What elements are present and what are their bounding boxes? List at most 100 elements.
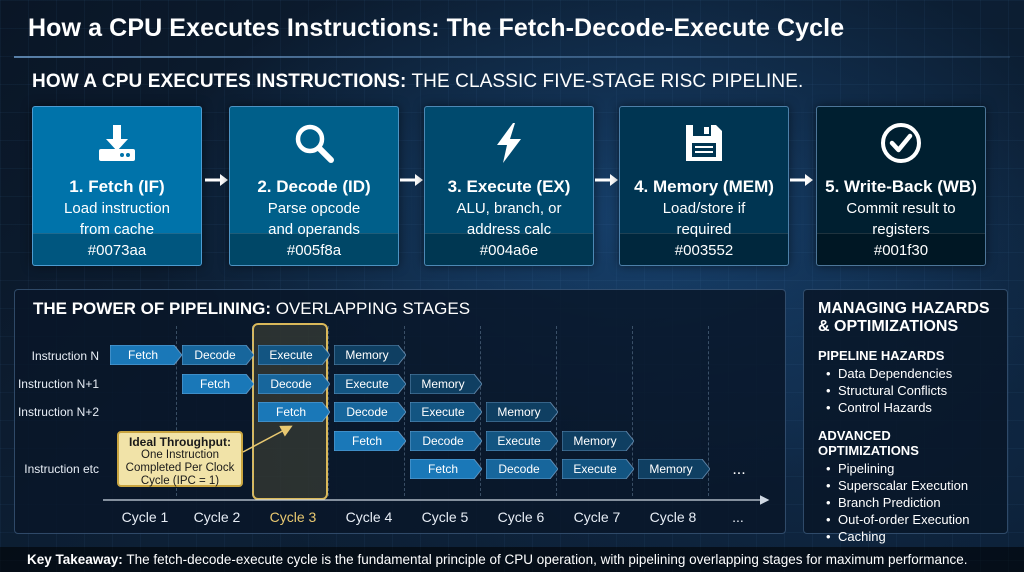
callout-line1: One Instruction — [141, 449, 219, 461]
pipeline-cell-label: Decode — [270, 377, 312, 391]
pipeline-cell-memory: Memory — [410, 374, 482, 394]
pipeline-cell-memory: Memory — [562, 431, 634, 451]
stage-hex: #004a6e — [425, 233, 593, 265]
pipeline-cell-decode: Decode — [334, 402, 406, 422]
stage-desc-line2: required — [676, 221, 732, 238]
arrow-right-icon — [790, 174, 813, 186]
stage-hex: #005f8a — [230, 233, 398, 265]
stage-title: 1. Fetch (IF) — [69, 177, 165, 196]
stage-title: 4. Memory (MEM) — [634, 177, 774, 196]
row-label-instruction-n: Instruction N — [31, 349, 99, 363]
cycle-gridline — [708, 326, 709, 496]
pipelining-heading-rest: Overlapping stages — [271, 299, 471, 318]
callout-line2: Completed Per Clock — [125, 462, 235, 474]
stage-desc-line1: ALU, branch, or — [456, 200, 562, 217]
list-item: Superscalar Execution — [818, 477, 993, 494]
list-item: Structural Conflicts — [818, 382, 993, 399]
pipeline-cell-fetch: Fetch — [410, 459, 482, 479]
page-title: How a CPU Executes Instructions: The Fet… — [28, 14, 845, 42]
takeaway-label: Key Takeaway: — [27, 552, 123, 567]
lightning-icon — [425, 121, 593, 165]
pipeline-cell-execute: Execute — [486, 431, 558, 451]
hazards-title-line2: & OPTIMIZATIONS — [818, 318, 959, 335]
pipeline-cell-memory: Memory — [486, 402, 558, 422]
pipeline-ellipsis: ... — [732, 461, 746, 478]
stage-desc-line2: and operands — [268, 221, 360, 238]
pipelining-heading: The power of pipelining: Overlapping sta… — [33, 299, 470, 319]
stage-fetch: 1. Fetch (IF) Load instruction from cach… — [32, 106, 202, 266]
search-icon — [230, 121, 398, 165]
cycle-label: Cycle 4 — [345, 509, 393, 525]
pipeline-cell-label: Execute — [345, 377, 389, 391]
pipeline-hazards-list: Data Dependencies Structural Conflicts C… — [818, 365, 993, 416]
list-item: Branch Prediction — [818, 494, 993, 511]
arrow-right-icon — [205, 174, 228, 186]
hazards-panel: MANAGING HAZARDS & OPTIMIZATIONS PIPELIN… — [803, 289, 1008, 545]
callout-title: Ideal Throughput: — [129, 435, 231, 449]
pipeline-cell-execute: Execute — [258, 345, 330, 365]
pipelining-heading-strong: The power of pipelining: — [33, 299, 272, 318]
pipeline-cell-label: Execute — [497, 434, 541, 448]
checkmark-icon — [817, 121, 985, 165]
stage-hex: #003552 — [620, 233, 788, 265]
cycle-label: Cycle 5 — [421, 509, 469, 525]
takeaway-text: The fetch-decode-execute cycle is the fu… — [122, 552, 968, 567]
pipeline-cell-label: Fetch — [427, 462, 458, 476]
stage-memory: 4. Memory (MEM) Load/store if required #… — [619, 106, 789, 266]
pipeline-cell-fetch: Fetch — [110, 345, 182, 365]
pipeline-cell-decode: Decode — [182, 345, 254, 365]
pipeline-cell-label: Fetch — [199, 377, 230, 391]
key-takeaway-bar: Key Takeaway: The fetch-decode-execute c… — [0, 547, 1024, 572]
stage-title: 3. Execute (EX) — [447, 177, 571, 196]
pipeline-hazards-heading: PIPELINE HAZARDS — [818, 348, 945, 363]
pipeline-cell-label: Memory — [497, 405, 541, 419]
pipeline-cell-label: Fetch — [275, 405, 306, 419]
list-item: Caching — [818, 528, 993, 545]
advanced-optimizations-heading: ADVANCED OPTIMIZATIONS — [818, 428, 919, 458]
stage-execute: 3. Execute (EX) ALU, branch, or address … — [424, 106, 594, 266]
pipeline-cell-execute: Execute — [562, 459, 634, 479]
floppy-disk-icon — [620, 121, 788, 165]
pipeline-cell-label: Memory — [573, 434, 617, 448]
pipeline-cell-execute: Execute — [334, 374, 406, 394]
row-label-instruction-n2: Instruction N+2 — [17, 405, 99, 419]
pipeline-cell-execute: Execute — [410, 402, 482, 422]
row-label-instruction-n1: Instruction N+1 — [17, 377, 99, 391]
pipeline-cell-label: Memory — [345, 348, 389, 362]
stage-desc-line2: registers — [872, 221, 930, 238]
title-divider — [14, 56, 1010, 58]
cycle-gridline — [632, 326, 633, 496]
stage-decode: 2. Decode (ID) Parse opcode and operands… — [229, 106, 399, 266]
cycle-label: Cycle 7 — [573, 509, 621, 525]
stage-desc-line2: address calc — [466, 221, 552, 238]
cycle-label: Cycle 8 — [649, 509, 697, 525]
pipeline-stages: 1. Fetch (IF) Load instruction from cach… — [32, 106, 987, 268]
stages-heading-strong: How a CPU executes instructions: — [32, 71, 407, 92]
advanced-optimizations-list: Pipelining Superscalar Execution Branch … — [818, 460, 993, 545]
cycle-label: Cycle 6 — [497, 509, 545, 525]
pipeline-cell-label: Execute — [573, 462, 617, 476]
arrow-right-icon — [595, 174, 618, 186]
stage-desc-line1: Load instruction — [64, 200, 170, 217]
cycle-gridline — [252, 326, 253, 496]
stage-desc-line2: from cache — [79, 221, 155, 238]
cycle-gridline — [176, 326, 177, 496]
stage-desc-line1: Commit result to — [846, 200, 956, 217]
cycle-label: Cycle 1 — [121, 509, 169, 525]
pipeline-cell-label: Fetch — [127, 348, 158, 362]
stage-title: 2. Decode (ID) — [257, 177, 371, 196]
pipeline-cell-decode: Decode — [410, 431, 482, 451]
cycle-label: ... — [732, 509, 744, 525]
stage-title: 5. Write-Back (WB) — [825, 177, 977, 196]
list-item: Pipelining — [818, 460, 993, 477]
download-icon — [33, 121, 201, 165]
row-label-instruction-etc: Instruction etc — [24, 462, 99, 476]
list-item: Data Dependencies — [818, 365, 993, 382]
arrow-right-icon — [400, 174, 423, 186]
pipeline-cell-label: Decode — [194, 348, 236, 362]
stages-heading: How a CPU executes instructions: The cla… — [32, 71, 803, 93]
stage-hex: #0073aa — [33, 233, 201, 265]
pipeline-cell-decode: Decode — [258, 374, 330, 394]
pipeline-cell-fetch: Fetch — [334, 431, 406, 451]
pipeline-cell-label: Decode — [422, 434, 464, 448]
